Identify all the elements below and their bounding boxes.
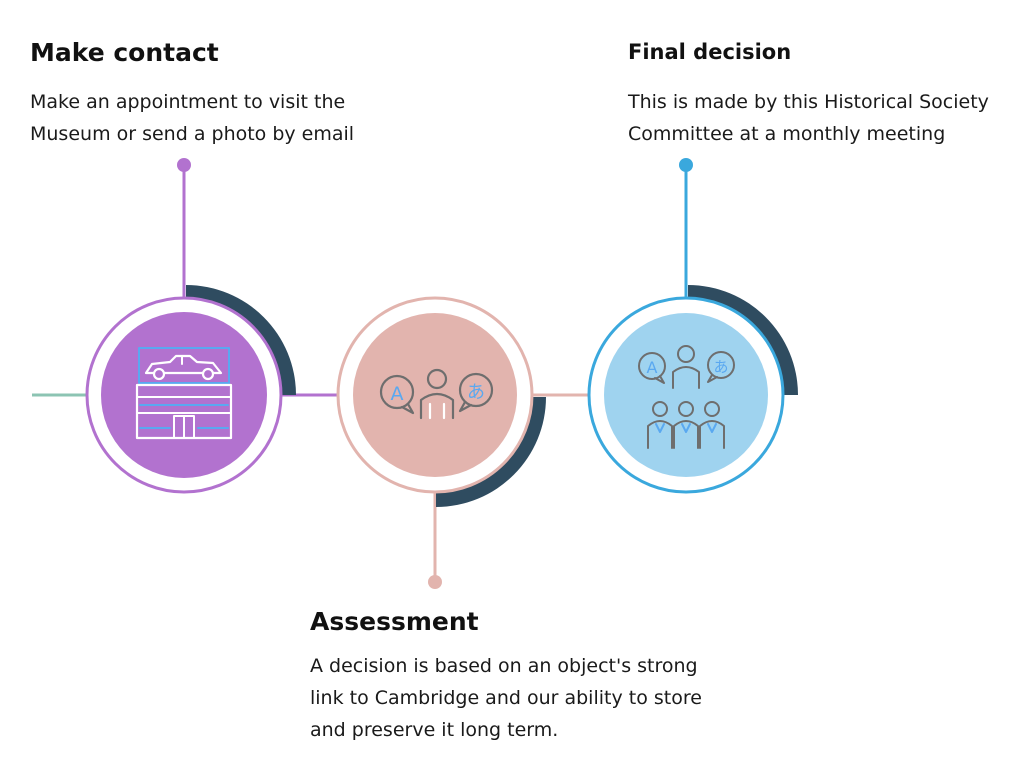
- svg-text:A: A: [391, 383, 404, 405]
- committee-translation-icon: A あ: [638, 345, 735, 449]
- node-fill-make-contact: [101, 312, 267, 478]
- svg-text:A: A: [647, 358, 658, 377]
- node-fill-final-decision: [604, 313, 768, 477]
- node-assessment: A あ: [336, 296, 534, 494]
- conversation-translation-icon: A あ: [379, 368, 494, 420]
- pin-dot-assessment: [428, 575, 442, 589]
- step-title-assessment: Assessment: [310, 607, 479, 636]
- vintage-car-on-display-icon: [135, 347, 233, 440]
- svg-text:あ: あ: [467, 382, 485, 403]
- pin-dot-make-contact: [177, 158, 191, 172]
- node-make-contact: [85, 296, 283, 494]
- svg-text:あ: あ: [713, 358, 728, 376]
- node-final-decision: A あ: [587, 296, 785, 494]
- step-description-assessment: A decision is based on an object's stron…: [310, 655, 702, 741]
- pin-dot-final-decision: [679, 158, 693, 172]
- step-title-final-decision: Final decision: [628, 40, 792, 64]
- step-title-make-contact: Make contact: [30, 38, 219, 67]
- step-description-final-decision: This is made by this Historical Society …: [628, 91, 989, 145]
- step-description-make-contact: Make an appointment to visit the Museum …: [30, 91, 355, 145]
